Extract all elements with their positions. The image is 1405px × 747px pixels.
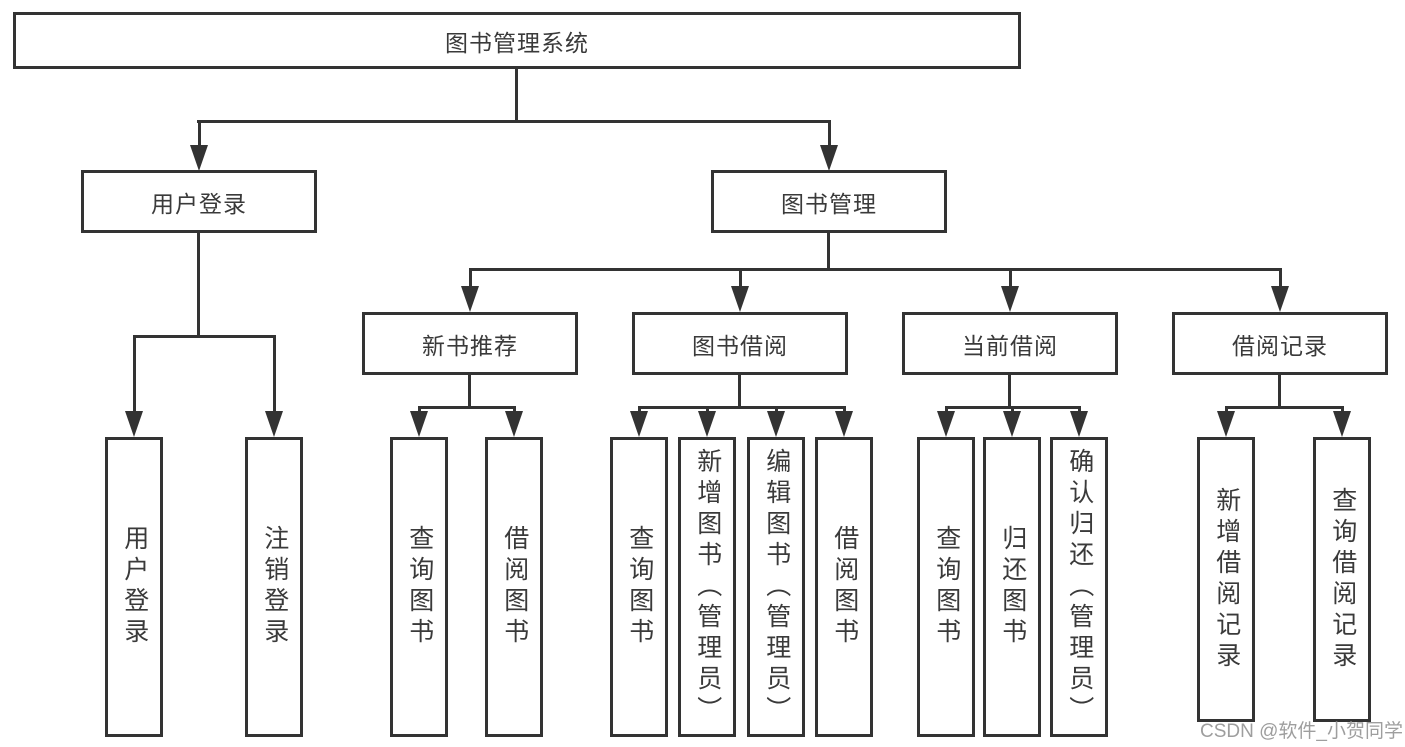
arrow-to-leaf: [767, 411, 785, 437]
connector-borrow-records-stem: [1278, 373, 1281, 408]
connector-stem: [638, 406, 641, 414]
arrow-to-leaf: [1070, 411, 1088, 437]
node-label: 当前借阅: [962, 332, 1058, 359]
arrow-to-leaf: [698, 411, 716, 437]
leaf-confirm-return-admin: 确认归还（管理员）: [1050, 437, 1108, 737]
leaf-add-borrow-record: 新增借阅记录: [1197, 437, 1255, 722]
arrow-to-leaf: [937, 411, 955, 437]
connector-stem-new-book: [469, 268, 472, 288]
connector-root-bus: [197, 120, 831, 123]
node-label: 借阅图书: [500, 525, 529, 649]
connector-stem: [513, 406, 516, 414]
node-label: 归还图书: [998, 525, 1027, 649]
arrow-to-leaf: [1217, 411, 1235, 437]
arrow-to-new-book: [461, 286, 479, 312]
leaf-borrow-books-recommend: 借阅图书: [485, 437, 543, 737]
node-label: 用户登录: [120, 525, 149, 649]
connector-stem: [1341, 406, 1344, 414]
connector-stem-book-management: [828, 120, 831, 147]
csdn-watermark: CSDN @软件_小贺同学: [1200, 721, 1403, 742]
node-label: 查询图书: [405, 525, 434, 649]
connector-stem: [418, 406, 421, 414]
node-label: 编辑图书（管理员）: [762, 447, 791, 727]
node-user-login: 用户登录: [81, 170, 317, 233]
node-label: 图书管理: [781, 190, 877, 217]
connector-user-login-stem: [197, 232, 200, 337]
connector-user-login-bus: [133, 335, 276, 338]
connector-stem: [706, 406, 709, 414]
node-label: 查询借阅记录: [1328, 486, 1357, 673]
leaf-edit-book-admin: 编辑图书（管理员）: [747, 437, 805, 737]
leaf-return-books: 归还图书: [983, 437, 1041, 737]
connector-current-borrow-stem: [1008, 373, 1011, 408]
leaf-query-borrow-record: 查询借阅记录: [1313, 437, 1371, 722]
arrow-to-borrow-records: [1271, 286, 1289, 312]
node-current-borrow: 当前借阅: [902, 312, 1118, 375]
arrow-to-leaf: [410, 411, 428, 437]
arrow-to-leaf: [1003, 411, 1021, 437]
arrow-to-current-borrow: [1001, 286, 1019, 312]
node-label: 确认归还（管理员）: [1065, 447, 1094, 727]
node-label: 新增图书（管理员）: [693, 447, 722, 727]
connector-stem: [945, 406, 948, 414]
node-label: 图书借阅: [692, 332, 788, 359]
leaf-logout: 注销登录: [245, 437, 303, 737]
arrow-to-leaf: [1333, 411, 1351, 437]
arrow-to-book-management: [820, 145, 838, 171]
connector-stem-book-borrow: [739, 268, 742, 288]
node-label: 新增借阅记录: [1212, 486, 1241, 673]
leaf-query-books-borrow: 查询图书: [610, 437, 668, 737]
arrow-to-leaf: [630, 411, 648, 437]
connector-book-management-bus: [469, 268, 1282, 271]
arrow-to-user-login: [190, 145, 208, 171]
node-label: 新书推荐: [422, 332, 518, 359]
connector-stem-borrow-records: [1279, 268, 1282, 288]
arrow-to-leaf-user-login: [125, 411, 143, 437]
leaf-user-login: 用户登录: [105, 437, 163, 737]
connector-root-stem: [515, 67, 518, 123]
leaf-query-books-recommend: 查询图书: [390, 437, 448, 737]
connector-book-management-stem: [827, 232, 830, 270]
connector-stem: [775, 406, 778, 414]
node-label: 注销登录: [260, 525, 289, 649]
node-label: 查询图书: [625, 525, 654, 649]
arrow-to-leaf: [835, 411, 853, 437]
connector-stem: [1011, 406, 1014, 414]
connector-stem-leaf-user-login: [133, 335, 136, 413]
connector-stem: [843, 406, 846, 414]
connector-new-book-stem: [468, 373, 471, 408]
node-borrow-records: 借阅记录: [1172, 312, 1388, 375]
leaf-add-book-admin: 新增图书（管理员）: [678, 437, 736, 737]
connector-stem: [1078, 406, 1081, 414]
node-book-borrow: 图书借阅: [632, 312, 848, 375]
connector-stem-current-borrow: [1009, 268, 1012, 288]
node-label: 图书管理系统: [445, 29, 589, 56]
node-label: 查询图书: [932, 525, 961, 649]
leaf-borrow-books: 借阅图书: [815, 437, 873, 737]
arrow-to-book-borrow: [731, 286, 749, 312]
connector-stem-leaf-logout: [273, 335, 276, 413]
leaf-query-books-current: 查询图书: [917, 437, 975, 737]
connector-stem: [1225, 406, 1228, 414]
connector-book-borrow-bus: [638, 406, 846, 409]
connector-new-book-bus: [418, 406, 516, 409]
connector-stem-user-login: [198, 120, 201, 147]
arrow-to-leaf: [505, 411, 523, 437]
node-new-book-recommend: 新书推荐: [362, 312, 578, 375]
node-label: 借阅记录: [1232, 332, 1328, 359]
connector-book-borrow-stem: [738, 373, 741, 408]
arrow-to-leaf-logout: [265, 411, 283, 437]
node-book-management: 图书管理: [711, 170, 947, 233]
node-label: 借阅图书: [830, 525, 859, 649]
connector-borrow-records-bus: [1225, 406, 1344, 409]
node-library-management-system: 图书管理系统: [13, 12, 1021, 69]
node-label: 用户登录: [151, 190, 247, 217]
